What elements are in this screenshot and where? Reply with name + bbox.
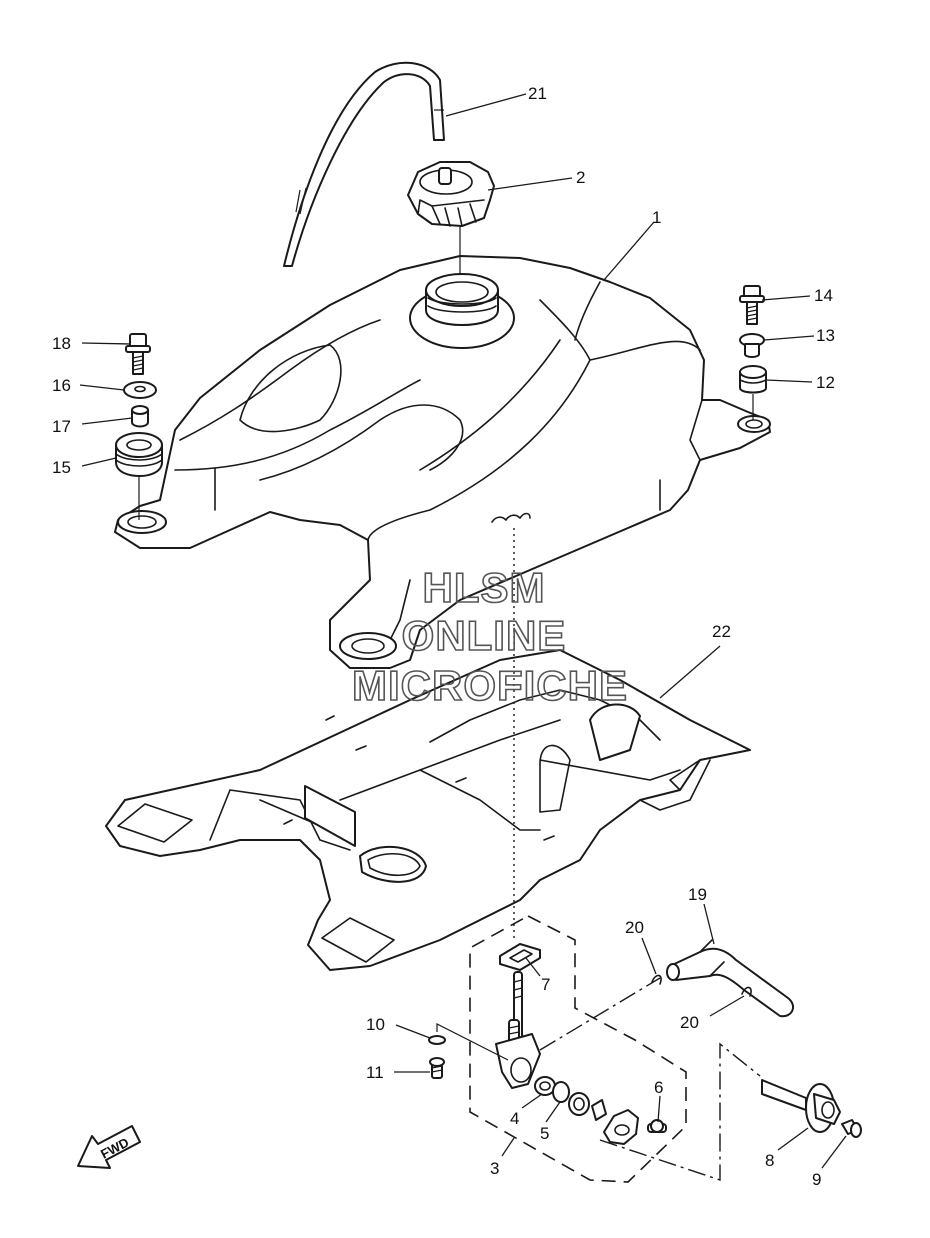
o-ring-5: [552, 1081, 570, 1103]
hose-clip-20b: [741, 986, 752, 997]
collar-17: [131, 405, 149, 428]
leader-lines: [79, 93, 847, 1169]
bolt-18: [125, 333, 151, 375]
cock-lever-8: [761, 1079, 841, 1133]
callout-20-lower: 20: [680, 1013, 699, 1032]
damper-12: [739, 365, 767, 394]
callout-14: 14: [814, 286, 833, 305]
callout-20-upper: 20: [625, 918, 644, 937]
screw-11: [429, 1057, 445, 1079]
assembly-outline-3: [469, 915, 687, 1183]
callout-1: 1: [652, 208, 661, 227]
hose-route-line: [539, 977, 661, 1051]
callout-6: 6: [654, 1078, 663, 1097]
forward-arrow-icon: FWD: [77, 1125, 141, 1169]
hose-clip-20a: [651, 974, 662, 985]
callout-21: 21: [528, 84, 547, 103]
callout-10: 10: [366, 1015, 385, 1034]
callout-8: 8: [765, 1151, 774, 1170]
fuel-tank: [114, 226, 771, 669]
watermark-line-3: MICROFICHE: [352, 662, 628, 709]
gasket-7: [499, 943, 541, 971]
washer-10: [428, 1035, 446, 1045]
fuel-cock-body-4: [495, 971, 556, 1096]
watermark: HLSM ONLINE MICROFICHE: [351, 563, 628, 710]
callout-5: 5: [540, 1124, 549, 1143]
callout-18: 18: [52, 334, 71, 353]
fuel-hose-19: [666, 939, 795, 1018]
breather-hose: [283, 61, 445, 267]
screw-9: [841, 1119, 862, 1138]
callout-19: 19: [688, 885, 707, 904]
damper-15: [115, 432, 163, 477]
tank-cover: [105, 649, 751, 971]
fuel-cap: [407, 161, 495, 227]
route-line-8: [599, 1042, 761, 1181]
callout-7: 7: [541, 975, 550, 994]
callout-15: 15: [52, 458, 71, 477]
callout-16: 16: [52, 376, 71, 395]
bolt-14: [739, 285, 765, 325]
washer-16: [123, 381, 157, 399]
callout-4: 4: [510, 1109, 519, 1128]
collar-13: [739, 333, 765, 358]
screw-6: [647, 1119, 667, 1133]
callout-13: 13: [816, 326, 835, 345]
fwd-label: FWD: [98, 1135, 131, 1162]
callout-22: 22: [712, 622, 731, 641]
callouts: 21 2 1 14 13 12 18 16 17 15 22 19 20 7 2…: [52, 84, 835, 1189]
callout-17: 17: [52, 417, 71, 436]
callout-12: 12: [816, 373, 835, 392]
cock-lever-parts: [568, 1092, 639, 1145]
callout-3: 3: [490, 1159, 499, 1178]
watermark-line-2: ONLINE: [402, 612, 567, 659]
watermark-line-1: HLSM: [423, 564, 546, 611]
assembly-leader-10-11: [436, 1023, 509, 1061]
callout-9: 9: [812, 1170, 821, 1189]
callout-11: 11: [366, 1063, 384, 1082]
callout-2: 2: [576, 168, 585, 187]
